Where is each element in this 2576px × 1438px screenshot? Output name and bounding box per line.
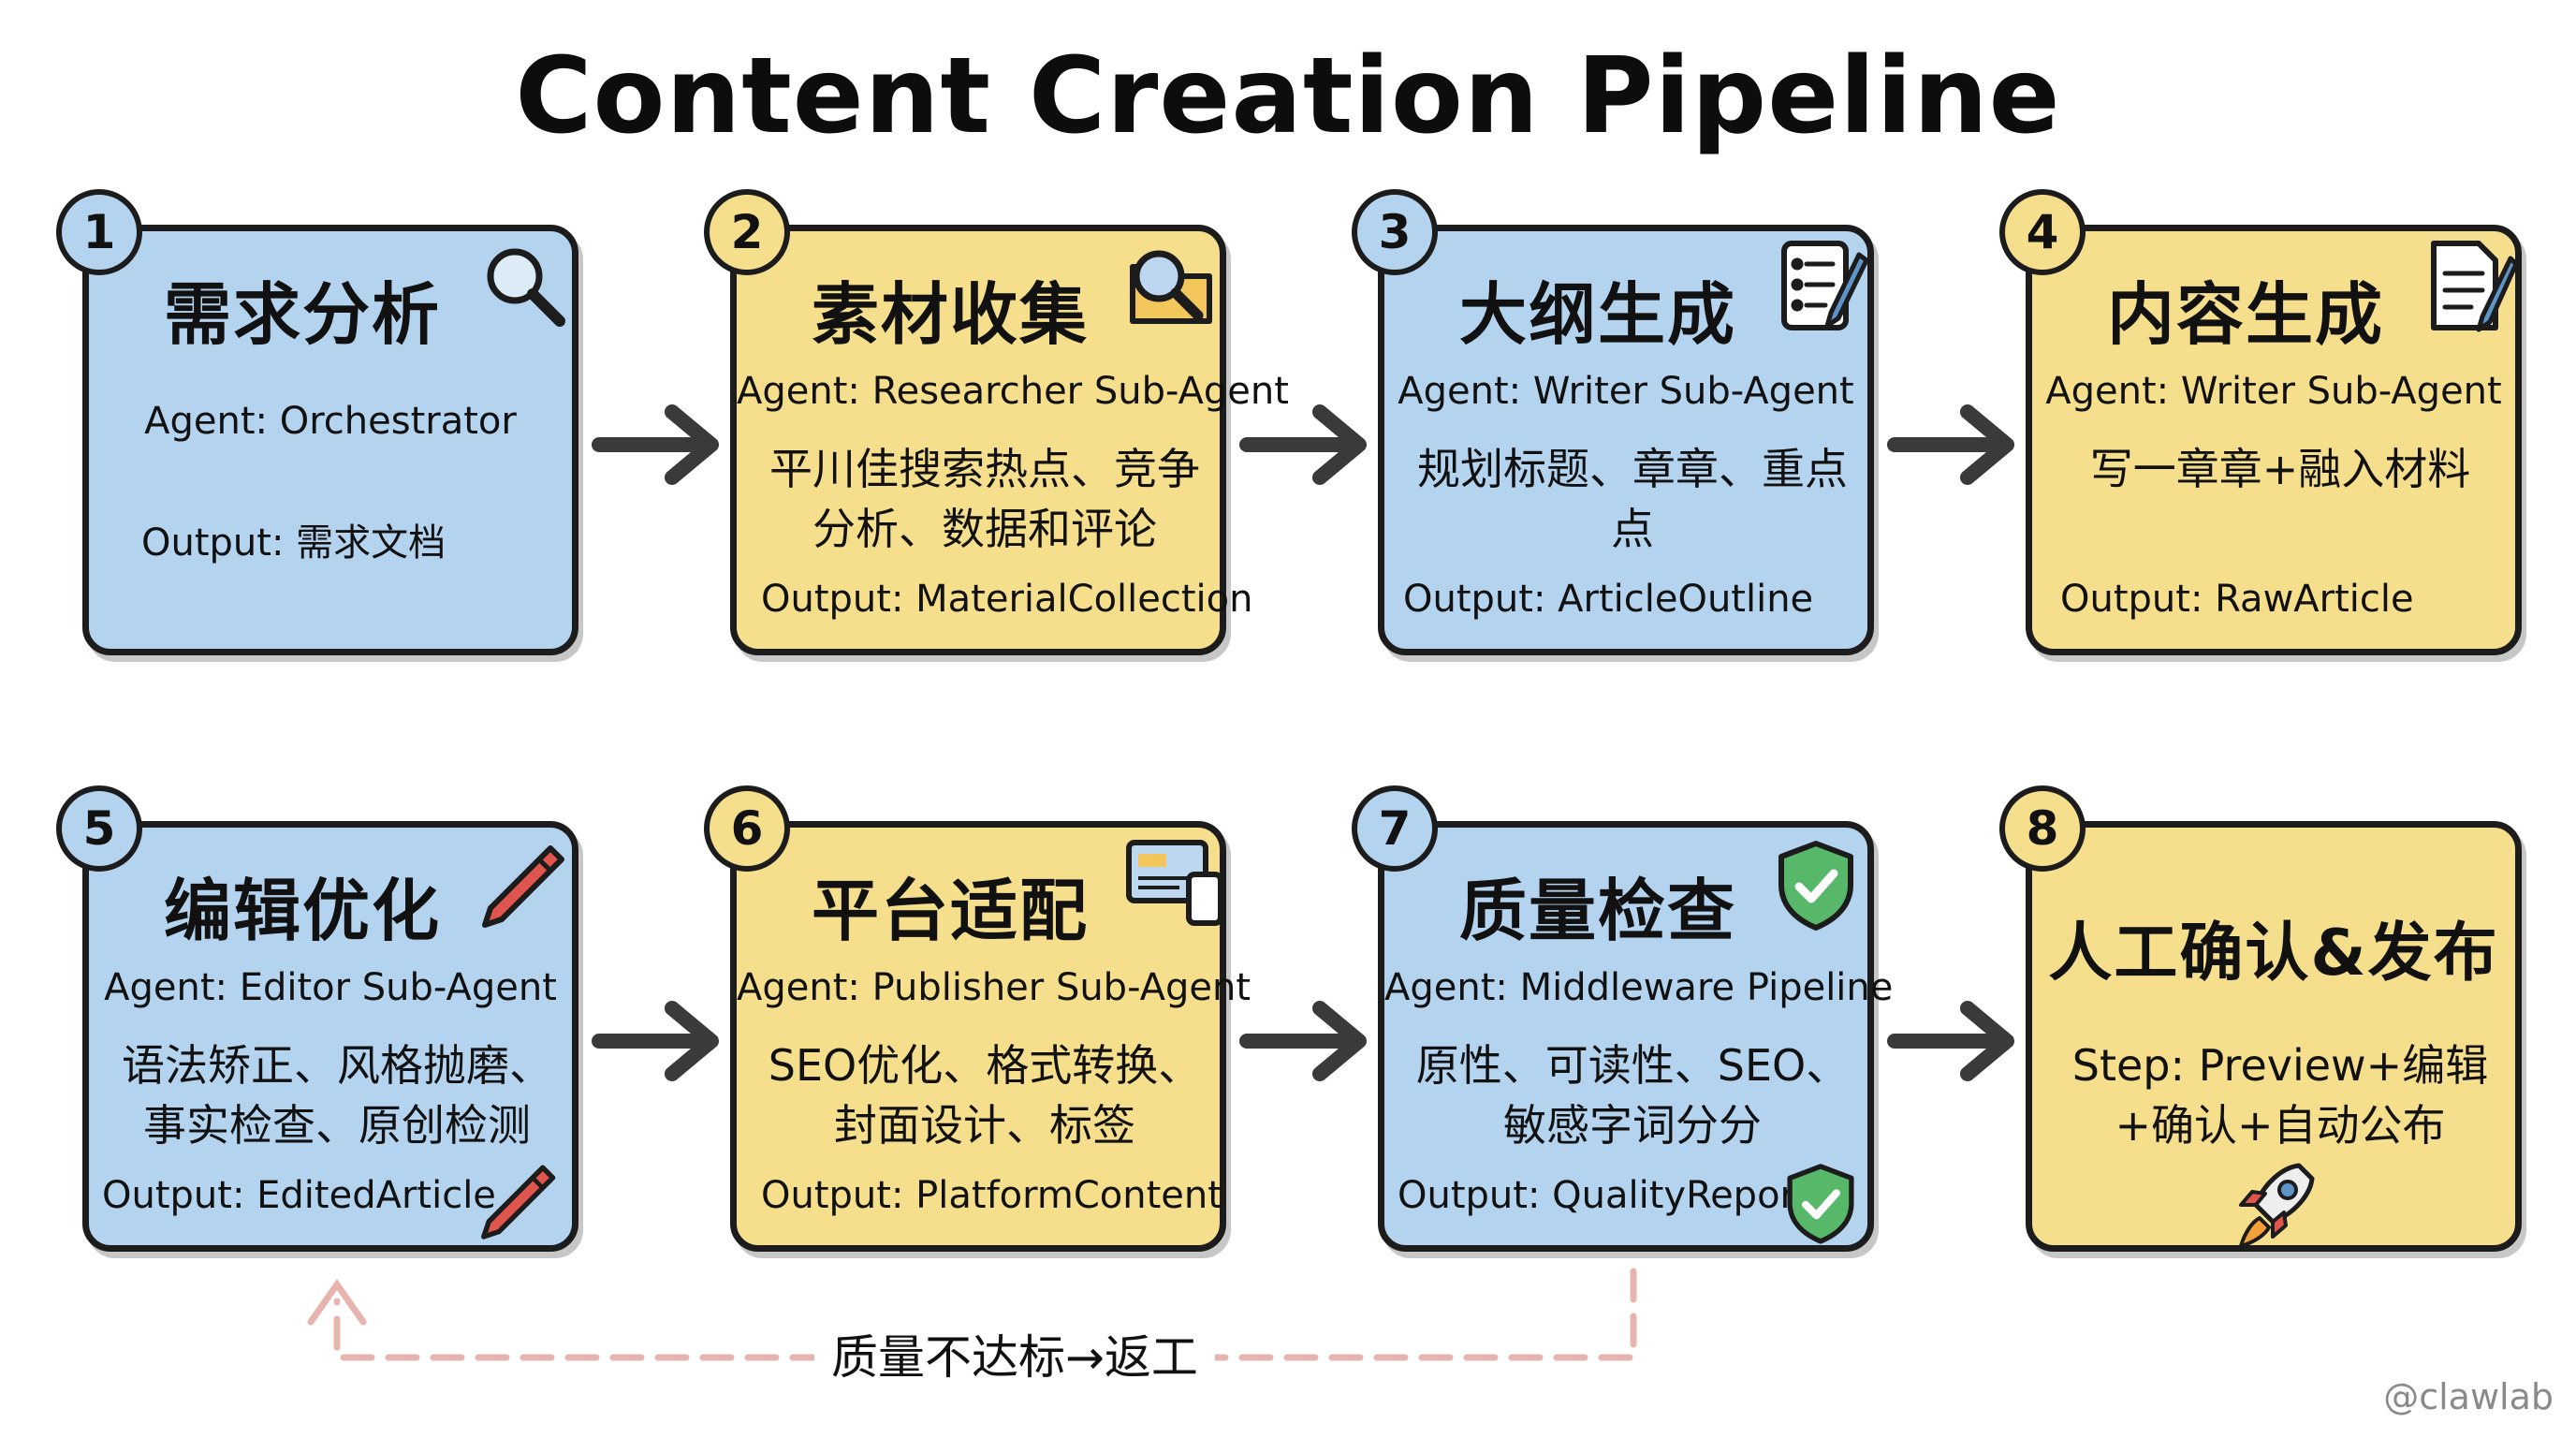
step-number-badge-3: 3 <box>1352 189 1438 275</box>
checklist-pen-icon <box>1781 241 1869 330</box>
step-number-badge-1: 1 <box>56 189 142 275</box>
arrow-5-6 <box>592 1001 719 1081</box>
step-title-4: 内容生成 <box>2106 275 2384 354</box>
step-output-2: Output: MaterialCollection <box>761 578 1253 621</box>
step-title-5: 编辑优化 <box>163 872 441 950</box>
devices-icon <box>1126 840 1223 926</box>
step-agent-2: Agent: Researcher Sub-Agent <box>737 370 1289 413</box>
rocket-icon <box>2239 1163 2315 1248</box>
step-agent-1: Agent: Orchestrator <box>144 400 517 443</box>
step-agent-3: Agent: Writer Sub-Agent <box>1398 370 1854 413</box>
step-output-1: Output: 需求文档 <box>141 521 446 565</box>
arrow-3-4 <box>1887 404 2014 485</box>
step-number-badge-4: 4 <box>1999 189 2086 275</box>
arrow-6-7 <box>1239 1001 1367 1081</box>
step-desc-3: 规划标题、章章、重点点 <box>1417 444 1848 554</box>
step-card-6: 平台适配 Agent: Publisher Sub-Agent SEO优化、格式… <box>730 821 1251 1252</box>
pencil-icon <box>481 1165 556 1240</box>
step-agent-6: Agent: Publisher Sub-Agent <box>737 966 1251 1009</box>
step-title-1: 需求分析 <box>163 275 441 354</box>
step-title-8: 人工确认&发布 <box>2048 917 2499 990</box>
step-number-badge-7: 7 <box>1352 785 1438 872</box>
step-card-5: 编辑优化 Agent: Editor Sub-Agent 语法矫正、风格抛磨、事… <box>82 821 578 1252</box>
step-output-6: Output: PlatformContent <box>761 1174 1222 1217</box>
magnifier-icon <box>487 248 565 327</box>
watermark: @clawlab <box>2383 1376 2554 1417</box>
step-agent-7: Agent: Middleware Pipeline <box>1384 966 1894 1009</box>
step-number-badge-5: 5 <box>56 785 142 872</box>
step-desc-7: 原性、可读性、SEO、敏感字词分分 <box>1415 1040 1850 1151</box>
document-pen-icon <box>2431 241 2518 332</box>
arrow-2-3 <box>1239 404 1367 485</box>
folder-search-icon <box>1130 250 1212 324</box>
step-card-1: 需求分析 Agent: Orchestrator Output: 需求文档 <box>82 225 578 655</box>
step-card-3: 大纲生成 Agent: Writer Sub-Agent 规划标题、章章、重点点… <box>1378 225 1874 655</box>
step-title-3: 大纲生成 <box>1458 275 1736 354</box>
step-output-7: Output: QualityReport <box>1398 1174 1810 1217</box>
page-title: Content Creation Pipeline <box>515 36 2061 157</box>
step-title-7: 质量检查 <box>1458 872 1736 950</box>
step-desc-8: Step: Preview+编辑+确认+自动公布 <box>2071 1040 2489 1151</box>
step-title-2: 素材收集 <box>811 275 1089 354</box>
step-desc-2: 平川佳搜索热点、竞争分析、数据和评论 <box>769 444 1200 554</box>
pencil-icon <box>482 845 564 928</box>
step-agent-5: Agent: Editor Sub-Agent <box>104 966 557 1009</box>
arrow-7-8 <box>1887 1001 2014 1081</box>
shield-check-icon <box>1778 841 1853 931</box>
feedback-loop-label: 质量不达标→返工 <box>814 1320 1215 1387</box>
step-number-badge-2: 2 <box>704 189 790 275</box>
step-number-badge-8: 8 <box>1999 785 2086 872</box>
step-output-5: Output: EditedArticle <box>102 1174 496 1217</box>
step-output-4: Output: RawArticle <box>2060 578 2414 621</box>
step-title-6: 平台适配 <box>811 872 1089 950</box>
shield-check-icon <box>1787 1164 1854 1244</box>
step-desc-5: 语法矫正、风格抛磨、事实检查、原创检测 <box>122 1040 552 1151</box>
step-number-badge-6: 6 <box>704 785 790 872</box>
step-desc-6: SEO优化、格式转换、封面设计、标签 <box>768 1040 1202 1151</box>
step-agent-4: Agent: Writer Sub-Agent <box>2045 370 2502 413</box>
arrow-1-2 <box>592 404 719 485</box>
step-output-3: Output: ArticleOutline <box>1403 578 1814 621</box>
step-desc-4: 写一章章+融入材料 <box>2089 444 2471 494</box>
